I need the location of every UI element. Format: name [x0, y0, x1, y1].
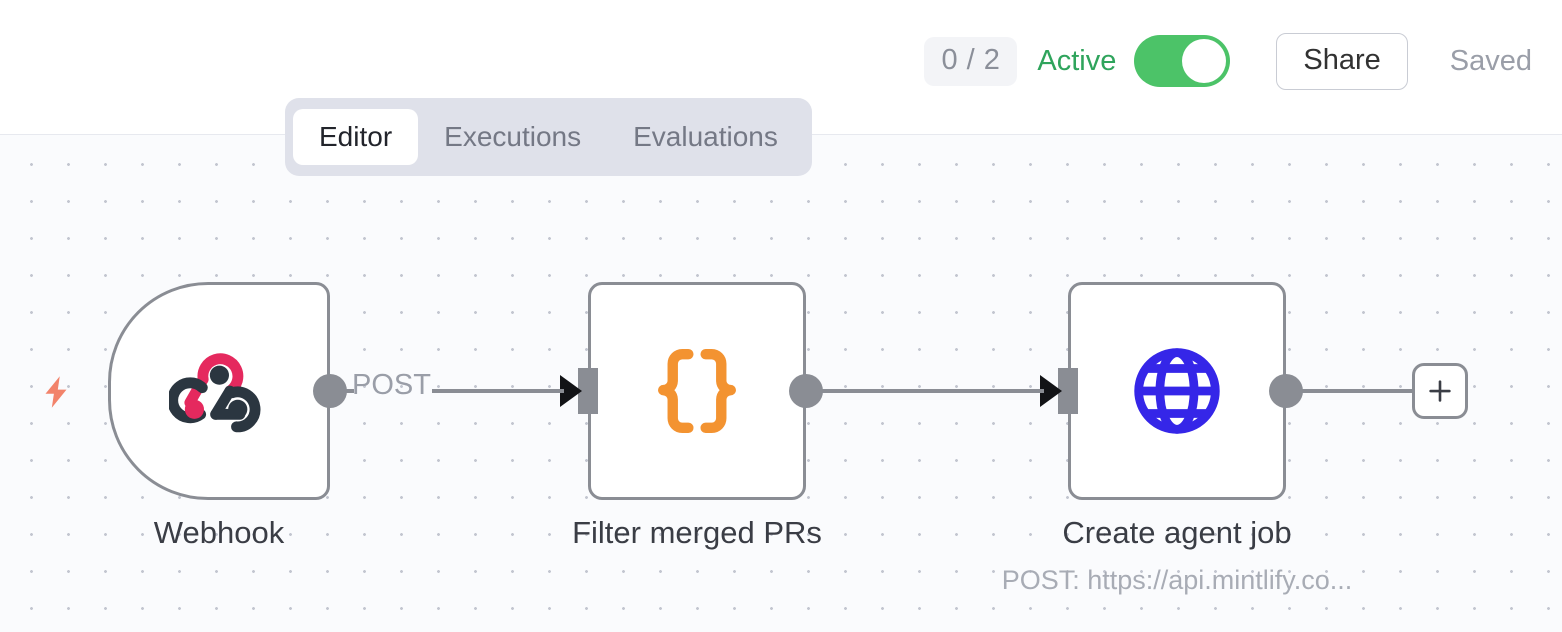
- add-node-button[interactable]: [1412, 363, 1468, 419]
- workflow-tabs: Editor Executions Evaluations: [285, 98, 812, 176]
- toggle-knob: [1182, 39, 1227, 83]
- tab-evaluations[interactable]: Evaluations: [633, 121, 778, 152]
- workflow-active-toggle[interactable]: [1134, 35, 1231, 87]
- execution-count-badge: 0 / 2: [924, 36, 1018, 86]
- tab-executions[interactable]: Executions: [444, 121, 582, 152]
- share-button[interactable]: Share: [1276, 32, 1408, 90]
- node-label-create-agent-job: Create agent job: [1062, 515, 1292, 550]
- globe-icon: [1134, 348, 1220, 434]
- connector-filter-to-create-agent-job[interactable]: [816, 389, 1044, 393]
- trigger-bolt-icon: [38, 367, 74, 417]
- tab-editor[interactable]: Editor: [293, 109, 419, 165]
- node-label-webhook: Webhook: [153, 515, 285, 550]
- node-label-filter-merged-prs: Filter merged PRs: [572, 515, 822, 550]
- workflow-active-label: Active: [1037, 44, 1117, 77]
- connector-create-agent-job-to-add[interactable]: [1296, 389, 1412, 393]
- node-create-agent-job[interactable]: [1068, 282, 1286, 500]
- header-actions: 0 / 2 Active Share Saved: [924, 28, 1532, 94]
- workflow-canvas[interactable]: POST Webhook Filter merged PRs Create ag…: [0, 135, 1562, 632]
- save-status-label: Saved: [1449, 44, 1532, 77]
- plus-icon: [1429, 380, 1451, 402]
- connector-webhook-to-filter-right[interactable]: [432, 389, 564, 393]
- webhook-icon: [169, 353, 261, 433]
- node-filter-merged-prs[interactable]: [588, 282, 806, 500]
- node-webhook[interactable]: [108, 282, 330, 500]
- input-port-filter-merged-prs[interactable]: [578, 368, 598, 414]
- connector-webhook-to-filter-left[interactable]: [340, 389, 354, 393]
- input-port-create-agent-job[interactable]: [1058, 368, 1078, 414]
- json-braces-icon: [658, 348, 736, 434]
- input-arrow-filter-merged-prs: [560, 375, 582, 407]
- node-sublabel-create-agent-job: POST: https://api.mintlify.co...: [1001, 565, 1353, 595]
- connector-label-post: POST: [352, 369, 431, 401]
- input-arrow-create-agent-job: [1040, 375, 1062, 407]
